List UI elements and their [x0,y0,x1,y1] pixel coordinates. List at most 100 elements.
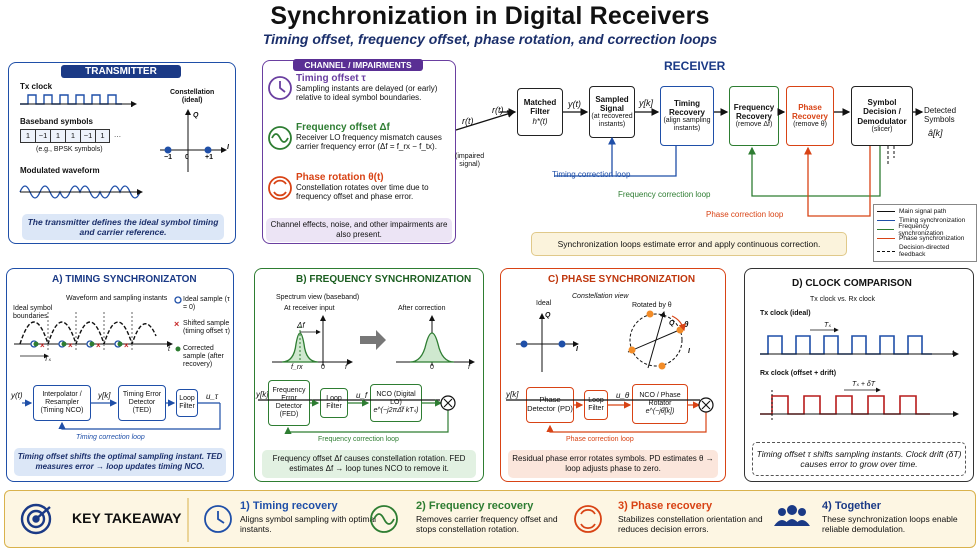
takeaway-label: KEY TAKEAWAY [72,510,182,526]
receiver-yk: y[k] [639,98,654,108]
nco-c-block: NCO / Phase Rotator e^(−jθ̂[k]) [632,384,688,424]
section-b-df: Δf [297,321,305,330]
section-b-arrow-icon [360,330,386,350]
takeaway-num: 2) [416,500,426,512]
tx-const-point [164,146,172,154]
timing-recovery-title: Timing Recovery [668,98,706,117]
timing-sync-panel [6,268,234,482]
tx-clock-waveform [20,94,122,105]
section-c-i2: I [688,348,690,355]
timing-loop-label: Timing correction loop [552,170,631,179]
receiver-yt: y(t) [568,99,581,109]
section-c-note: Residual phase error rotates symbols. PD… [508,450,718,478]
takeaway-title: Frequency recovery [428,500,534,512]
svg-text:×: × [40,341,45,350]
nco-c-formula: e^(−jθ̂[k]) [645,408,675,416]
channel-item-frequency: Frequency offset Δf Receiver LO frequenc… [296,122,454,151]
timing-recovery-block: Timing Recovery (align sampling instants… [660,86,714,146]
decision-feedback [887,146,895,166]
section-d-caption: Tx clock vs. Rx clock [810,296,875,303]
nco-b-block: NCO (Digital LO) e^(−j2πΔ̂f kTₛ) [370,384,422,422]
section-c-yk: y[k] [506,390,519,399]
fed-block: Frequency Error Detector (FED) [268,380,310,426]
symbol-row: 1 −1 1 1 −1 1 … [20,129,125,143]
tx-clock-label: Tx clock [20,82,53,91]
sampled-signal-sub: (at recovered instants) [591,113,633,129]
symbol-cell: 1 [65,129,80,143]
symbols-note: (e.g., BPSK symbols) [36,146,103,153]
legend-row: Timing synchronization [877,216,973,225]
symbol-decision-sub: (slicer) [871,125,893,133]
channel-header: CHANNEL / IMPAIRMENTS [293,59,423,71]
section-c-theta: θ [684,320,689,329]
phase-recovery-sub: (remove θ) [793,121,827,129]
legend-label: Main signal path [899,208,947,215]
section-b-loop: Frequency correction loop [318,436,399,443]
channel-timing-desc: Sampling instants are delayed (or early)… [296,84,438,103]
section-c-i: I [576,346,578,353]
page-subtitle: Timing offset, frequency offset, phase r… [262,31,718,47]
nco-b-label: NCO (Digital LO) [376,390,416,406]
frequency-sync-panel [254,268,484,482]
takeaway-desc: Aligns symbol sampling with optimal inst… [240,514,377,535]
sampled-signal-title: Sampled Signal [595,94,629,113]
section-a-boundaries: Ideal symbol boundaries [13,305,53,321]
channel-frequency-title: Frequency offset Δf [296,122,390,133]
target-icon [20,503,52,535]
section-c-q2: Q [669,320,675,327]
phase-loop-label: Phase correction loop [706,210,784,219]
receiver-header: RECEIVER [664,59,726,73]
legend-row: Phase synchronization [877,234,973,243]
legend-label: Decision-directed feedback [899,244,950,258]
transmitter-panel: TRANSMITTER [8,62,236,244]
symbol-decision-block: Symbol Decision / Demodulator (slicer) [851,86,913,146]
section-b-spectrum-after [396,315,475,366]
svg-text:×: × [124,341,129,350]
svg-text:×: × [174,319,179,329]
sampled-signal-block: Sampled Signal (at recovered instants) [589,86,635,138]
sine-wave-icon [268,126,292,150]
loop-filter-c-block: Loop Filter [584,390,608,420]
transmitter-note: The transmitter defines the ideal symbol… [22,214,224,240]
clock-comparison-panel [744,268,974,482]
section-a-legend-ideal: Ideal sample (τ = 0) [183,296,230,312]
section-d-tsdt: Tₛ + δT [852,381,876,388]
phase-sync-panel [500,268,726,482]
symbol-cell: 1 [50,129,65,143]
section-b-zero1: 0 [321,364,325,371]
symbol-ellipsis: … [113,130,122,139]
frequency-recovery-sub: (remove Δf) [735,121,773,129]
page-title: Synchronization in Digital Receivers [270,2,710,30]
channel-item-phase: Phase rotation θ(t) Constellation rotate… [296,172,454,201]
clock-icon [268,76,292,100]
takeaway-desc: These synchronization loops enable relia… [822,514,958,535]
tx-q-label: Q [193,112,199,119]
channel-out-arrow [455,110,516,131]
phase-loop-path [804,146,871,217]
interpolator-block: Interpolator / Resampler (Timing NCO) [33,385,91,421]
sine-wave-icon [370,505,398,533]
frequency-recovery-title: Frequency Recovery [733,102,775,121]
nco-b-formula: e^(−j2πΔ̂f kTₛ) [373,407,419,415]
takeaway-item-timing: 1) Timing recovery Aligns symbol samplin… [240,500,400,544]
section-c-mixer [698,397,714,413]
detected-symbols-label: Detected Symbols [924,106,957,125]
loop-filter-a-block: Loop Filter [176,389,198,417]
section-b-mixer [440,395,456,411]
timing-loop-path [554,146,677,177]
tx-const-point [204,146,212,154]
section-d-ts: Tₛ [824,322,831,329]
channel-timing-title: Timing offset τ [296,73,366,84]
phase-recovery-title: Phase Recovery [791,102,829,121]
section-c-loop-arrows [506,399,707,433]
team-icon [774,505,810,526]
section-a-legend-corrected: Corrected sample (after recovery) [183,345,224,369]
takeaway-num: 4) [822,500,832,512]
section-b-loop-arrows [258,399,449,434]
symbol-cell: 1 [20,129,35,143]
baseband-label: Baseband symbols [20,117,93,126]
section-b-after: After correction [398,305,446,312]
symbol-cell: −1 [80,129,95,143]
freq-loop-label: Frequency correction loop [618,190,711,199]
